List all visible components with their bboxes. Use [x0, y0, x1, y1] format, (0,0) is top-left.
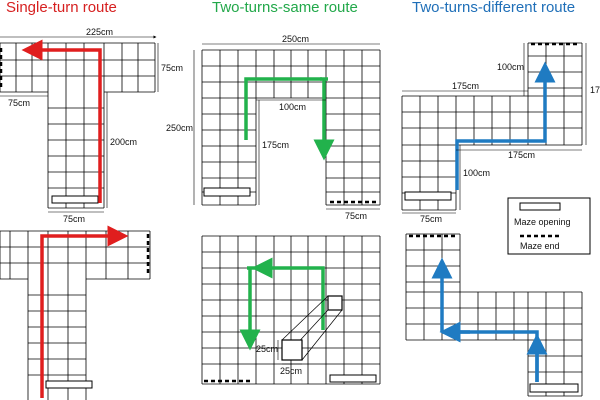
title-two-turns-same: Two-turns-same route	[212, 0, 358, 16]
route-arrow-single-bottom	[40, 225, 129, 398]
measure-same-inner: 100cm	[279, 102, 306, 112]
title-two-turns-different: Two-turns-different route	[412, 0, 575, 16]
measure-diff-top-height: 100cm	[497, 62, 524, 72]
measure-single-left-width: 75cm	[8, 98, 30, 108]
route-arrow-same-bottom-1	[251, 257, 325, 330]
route-arrow-diff-top	[455, 61, 556, 190]
measure-diff-bottom-width: 75cm	[420, 214, 442, 224]
measure-same-right: 75cm	[345, 211, 367, 221]
route-arrow-diff-bottom-1	[442, 330, 539, 382]
measure-diff-mid-width2: 175cm	[508, 150, 535, 160]
measure-same-stem: 175cm	[262, 140, 289, 150]
measure-diff-mid-width: 175cm	[452, 81, 479, 91]
zoom-line	[301, 309, 343, 361]
maze-opening-same-top	[203, 187, 251, 197]
two-turns-different-bottom-maze	[405, 233, 583, 397]
maze-opening-single-top	[51, 195, 99, 204]
two-turns-same-top-maze	[201, 49, 381, 206]
zoomed-cell	[281, 339, 303, 361]
zoom-line	[281, 295, 329, 341]
measure-cell-height: 25cm	[256, 344, 278, 354]
measure-cell-width: 25cm	[280, 366, 302, 376]
measure-single-right-height: 75cm	[161, 63, 183, 73]
measure-same-height: 250cm	[166, 123, 193, 133]
maze-opening-same-bottom	[329, 374, 377, 383]
legend-opening-swatch	[519, 202, 561, 211]
maze-opening-diff-bottom	[529, 383, 579, 393]
route-arrow-single-top	[21, 39, 102, 203]
maze-opening-single-bottom	[45, 380, 93, 389]
single-turn-bottom-maze	[0, 230, 151, 400]
measure-single-top-width: 225cm	[86, 27, 113, 37]
maze-opening-diff-top	[404, 191, 452, 201]
legend: Maze opening Maze end	[507, 197, 591, 255]
two-turns-same-bottom-maze	[201, 235, 381, 385]
legend-end-label: Maze end	[520, 241, 560, 251]
measure-diff-right-height: 17	[590, 85, 600, 95]
measure-same-width: 250cm	[282, 34, 309, 44]
measure-single-stem-height: 200cm	[110, 137, 137, 147]
legend-opening-label: Maze opening	[514, 217, 571, 227]
measure-diff-bottom-height: 100cm	[463, 168, 490, 178]
highlighted-cell	[327, 295, 343, 311]
measure-single-bottom-width: 75cm	[63, 214, 85, 224]
route-arrow-same-top	[244, 77, 324, 150]
title-single-turn: Single-turn route	[6, 0, 117, 16]
single-turn-top-maze	[0, 42, 156, 209]
two-turns-different-top-maze	[401, 42, 583, 211]
